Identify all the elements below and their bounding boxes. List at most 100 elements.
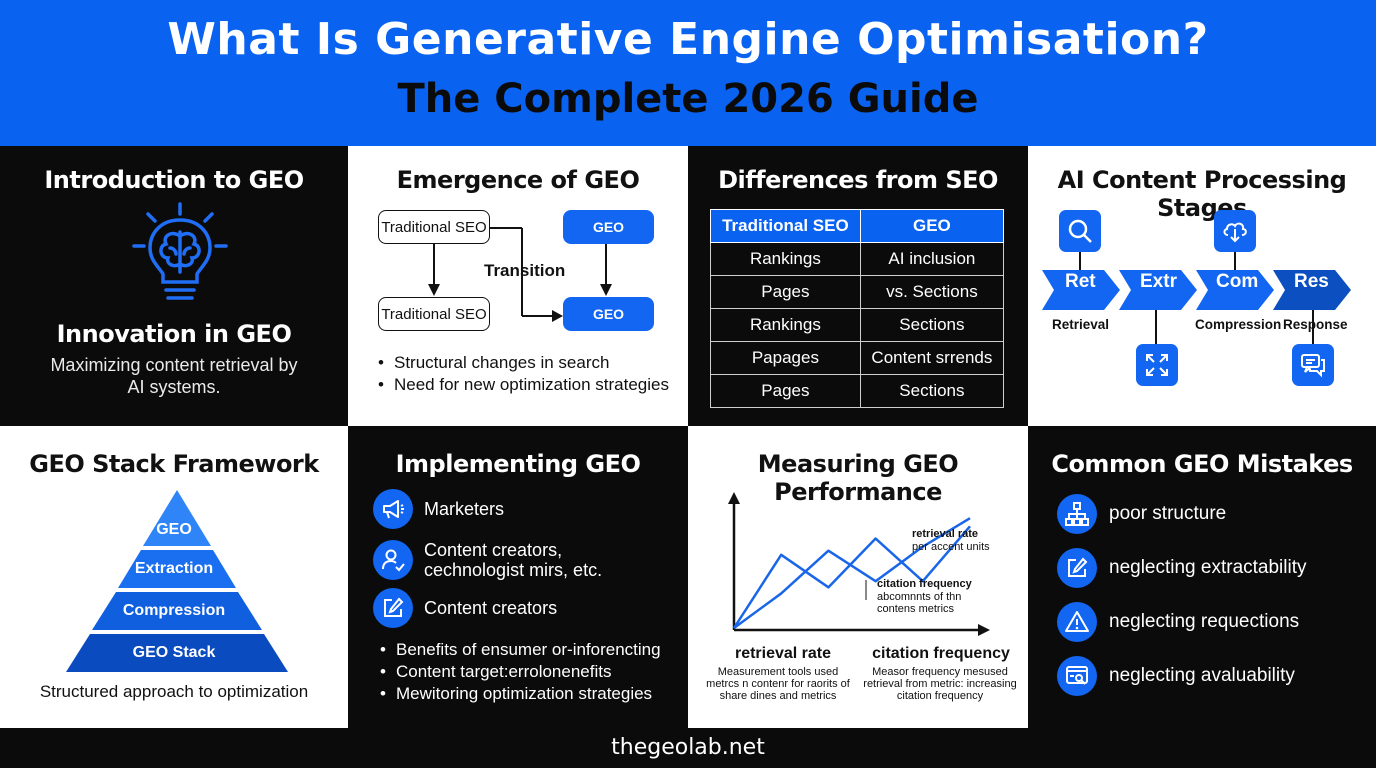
chevron-arrows bbox=[1042, 270, 1351, 310]
stage-label-response: Response bbox=[1283, 317, 1348, 332]
warning-icon bbox=[1057, 602, 1097, 642]
panel-title-stack: GEO Stack Framework bbox=[29, 450, 319, 478]
pyramid-label: GEO bbox=[156, 521, 192, 538]
series-line-2 bbox=[733, 517, 971, 630]
intro-subtitle: Innovation in GEO bbox=[56, 320, 292, 348]
cloud-download-icon bbox=[1214, 210, 1256, 252]
chevron-retrieval bbox=[1042, 270, 1120, 310]
chevron-response bbox=[1273, 270, 1351, 310]
title-line-2: The Complete 2026 Guide bbox=[397, 76, 979, 122]
panel-emergence: Emergence of GEO Traditional SEO GEO Tra… bbox=[348, 146, 688, 426]
title-line-1: What Is Generative Engine Optimisation? bbox=[167, 14, 1209, 65]
intro-description: Maximizing content retrieval by AI syste… bbox=[50, 355, 298, 397]
panel-title-differences: Differences from SEO bbox=[718, 166, 998, 194]
table-row: Pages Sections bbox=[710, 374, 1005, 408]
chevron-label: Extr bbox=[1140, 271, 1177, 292]
chevron-compression bbox=[1196, 270, 1274, 310]
list-item: Benefits of ensumer or-inforencting bbox=[380, 639, 661, 661]
implementer-label: Content creators, cechnologist mirs, etc… bbox=[424, 540, 603, 580]
header-banner: What Is Generative Engine Optimisation? … bbox=[0, 0, 1376, 146]
table-cell: vs. Sections bbox=[859, 275, 1005, 309]
retrieval-rate-series-note: per accent units bbox=[912, 541, 990, 553]
panel-measuring: Measuring GEO Performance retrieval rate… bbox=[688, 426, 1028, 728]
stage-connectors bbox=[1042, 252, 1351, 344]
sitemap-icon bbox=[1057, 494, 1097, 534]
chat-bubbles-icon bbox=[1292, 344, 1334, 386]
mistake-label: neglecting avaluability bbox=[1109, 665, 1295, 686]
table-row: Papages Content srrends bbox=[710, 341, 1005, 375]
mistake-label: poor structure bbox=[1109, 503, 1227, 524]
citation-frequency-series-label: citation frequency bbox=[877, 578, 972, 590]
stage-label-retrieval: Retrieval bbox=[1052, 317, 1110, 332]
pyramid-layer-stack bbox=[66, 634, 288, 672]
implementer-label: Marketers bbox=[424, 499, 505, 519]
table-cell: AI inclusion bbox=[859, 242, 1005, 276]
chevron-label: Res bbox=[1294, 271, 1329, 292]
footer-site[interactable]: thegeolab.net bbox=[611, 735, 765, 760]
edit-icon bbox=[373, 588, 413, 628]
transition-arrows bbox=[428, 227, 612, 322]
citation-frequency-text: Measor frequency mesused retrieval from … bbox=[863, 666, 1017, 702]
transition-label: Transition bbox=[484, 261, 566, 280]
table-cell: Papages bbox=[710, 341, 861, 375]
column-header: Traditional SEO bbox=[710, 209, 861, 243]
table-cell: Rankings bbox=[710, 308, 861, 342]
stack-description: Structured approach to optimization bbox=[39, 682, 309, 701]
panel-introduction: Introduction to GEO Innovation in GEO Ma… bbox=[0, 146, 348, 426]
retrieval-rate-series-label: retrieval rate bbox=[912, 528, 979, 540]
panel-stack-framework: GEO Stack Framework GEO Extraction Compr… bbox=[0, 426, 348, 728]
user-check-icon bbox=[373, 540, 413, 580]
panel-title-implementing: Implementing GEO bbox=[395, 450, 641, 478]
mistake-label: neglecting requections bbox=[1109, 611, 1300, 632]
panel-implementing: Implementing GEO Marketers Content creat… bbox=[348, 426, 688, 728]
panel-title-introduction: Introduction to GEO bbox=[44, 166, 304, 194]
emergence-bullets: Structural changes in search Need for ne… bbox=[378, 352, 669, 396]
implementing-bullets: Benefits of ensumer or-inforencting Cont… bbox=[380, 639, 661, 705]
retrieval-rate-heading: retrieval rate bbox=[734, 645, 832, 662]
panel-differences: Differences from SEO Traditional SEO GEO… bbox=[688, 146, 1028, 426]
geo-box-top: GEO bbox=[563, 210, 654, 244]
table-row: Rankings AI inclusion bbox=[710, 242, 1005, 276]
pyramid-label: Compression bbox=[122, 602, 226, 619]
pyramid-label: GEO Stack bbox=[132, 644, 216, 661]
footer: thegeolab.net bbox=[0, 728, 1376, 768]
chevron-label: Ret bbox=[1065, 271, 1096, 292]
megaphone-icon bbox=[373, 489, 413, 529]
y-axis-arrowhead bbox=[728, 492, 740, 504]
list-item: Need for new optimization strategies bbox=[378, 374, 669, 396]
table-cell: Pages bbox=[710, 275, 861, 309]
table-cell: Content srrends bbox=[859, 341, 1005, 375]
pyramid-layer-extraction bbox=[118, 550, 236, 588]
lightbulb-brain-icon bbox=[132, 202, 228, 300]
traditional-seo-box-bottom: Traditional SEO bbox=[378, 297, 490, 331]
table-cell: Rankings bbox=[710, 242, 861, 276]
panel-title-measuring: Measuring GEO Performance bbox=[757, 450, 959, 506]
x-axis-arrowhead bbox=[978, 624, 990, 636]
series-line-1 bbox=[732, 525, 971, 629]
performance-chart bbox=[728, 492, 990, 636]
retrieval-rate-text: Measurement tools used metrcs n contenr … bbox=[706, 666, 850, 702]
geo-box-bottom: GEO bbox=[563, 297, 654, 331]
panel-title-emergence: Emergence of GEO bbox=[396, 166, 640, 194]
table-header-row: Traditional SEO GEO bbox=[710, 209, 1005, 243]
table-cell: Pages bbox=[710, 374, 861, 408]
pyramid-layer-compression bbox=[92, 592, 262, 630]
mistake-label: neglecting extractability bbox=[1109, 557, 1307, 578]
table-cell: Sections bbox=[859, 374, 1005, 408]
edit-icon bbox=[1057, 548, 1097, 588]
citation-frequency-series-note: abcomnnts of thn contens metrics bbox=[877, 591, 962, 615]
pyramid-label: Extraction bbox=[134, 560, 214, 577]
pyramid-layer-geo bbox=[143, 490, 211, 546]
chevron-extraction bbox=[1119, 270, 1197, 310]
panel-processing-stages: AI Content Processing Stages Ret Extr Co… bbox=[1028, 146, 1376, 426]
chevron-label: Com bbox=[1216, 271, 1259, 292]
search-icon bbox=[1059, 210, 1101, 252]
pyramid-diagram bbox=[66, 490, 288, 672]
browser-search-icon bbox=[1057, 656, 1097, 696]
comparison-table: Traditional SEO GEO Rankings AI inclusio… bbox=[710, 209, 1005, 408]
traditional-seo-box-top: Traditional SEO bbox=[378, 210, 490, 244]
panel-mistakes: Common GEO Mistakes poor structure negle… bbox=[1028, 426, 1376, 728]
implementer-label: Content creators bbox=[424, 598, 558, 618]
stage-label-compression: Compression bbox=[1195, 317, 1282, 332]
table-row: Rankings Sections bbox=[710, 308, 1005, 342]
